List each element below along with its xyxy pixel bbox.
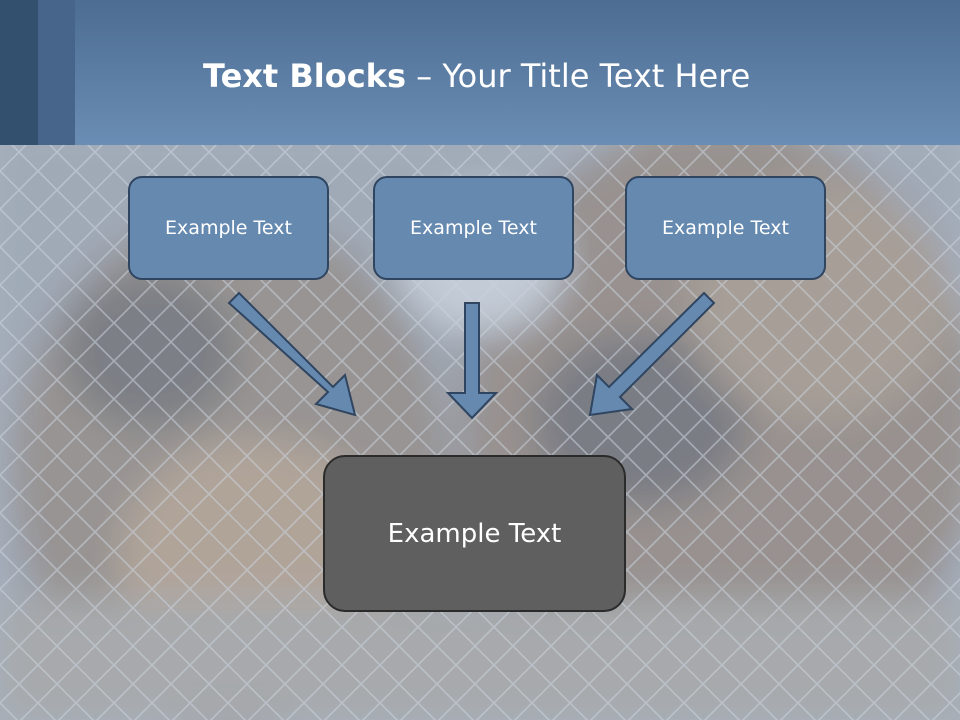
main-text-block[interactable]: Example Text — [323, 455, 626, 612]
slide-title-bold: Text Blocks — [203, 57, 406, 95]
text-block-left[interactable]: Example Text — [128, 176, 329, 280]
text-block-center[interactable]: Example Text — [373, 176, 574, 280]
text-block-label: Example Text — [410, 217, 537, 239]
main-text-block-label: Example Text — [387, 518, 562, 549]
text-block-label: Example Text — [165, 217, 292, 239]
slide-title-rest: – Your Title Text Here — [406, 57, 751, 95]
slide-title[interactable]: Text Blocks – Your Title Text Here — [203, 52, 750, 100]
text-block-label: Example Text — [662, 217, 789, 239]
header-accent-strip — [0, 0, 38, 145]
title-header: Text Blocks – Your Title Text Here — [0, 0, 960, 145]
header-accent-strip — [38, 0, 75, 145]
text-block-right[interactable]: Example Text — [625, 176, 826, 280]
